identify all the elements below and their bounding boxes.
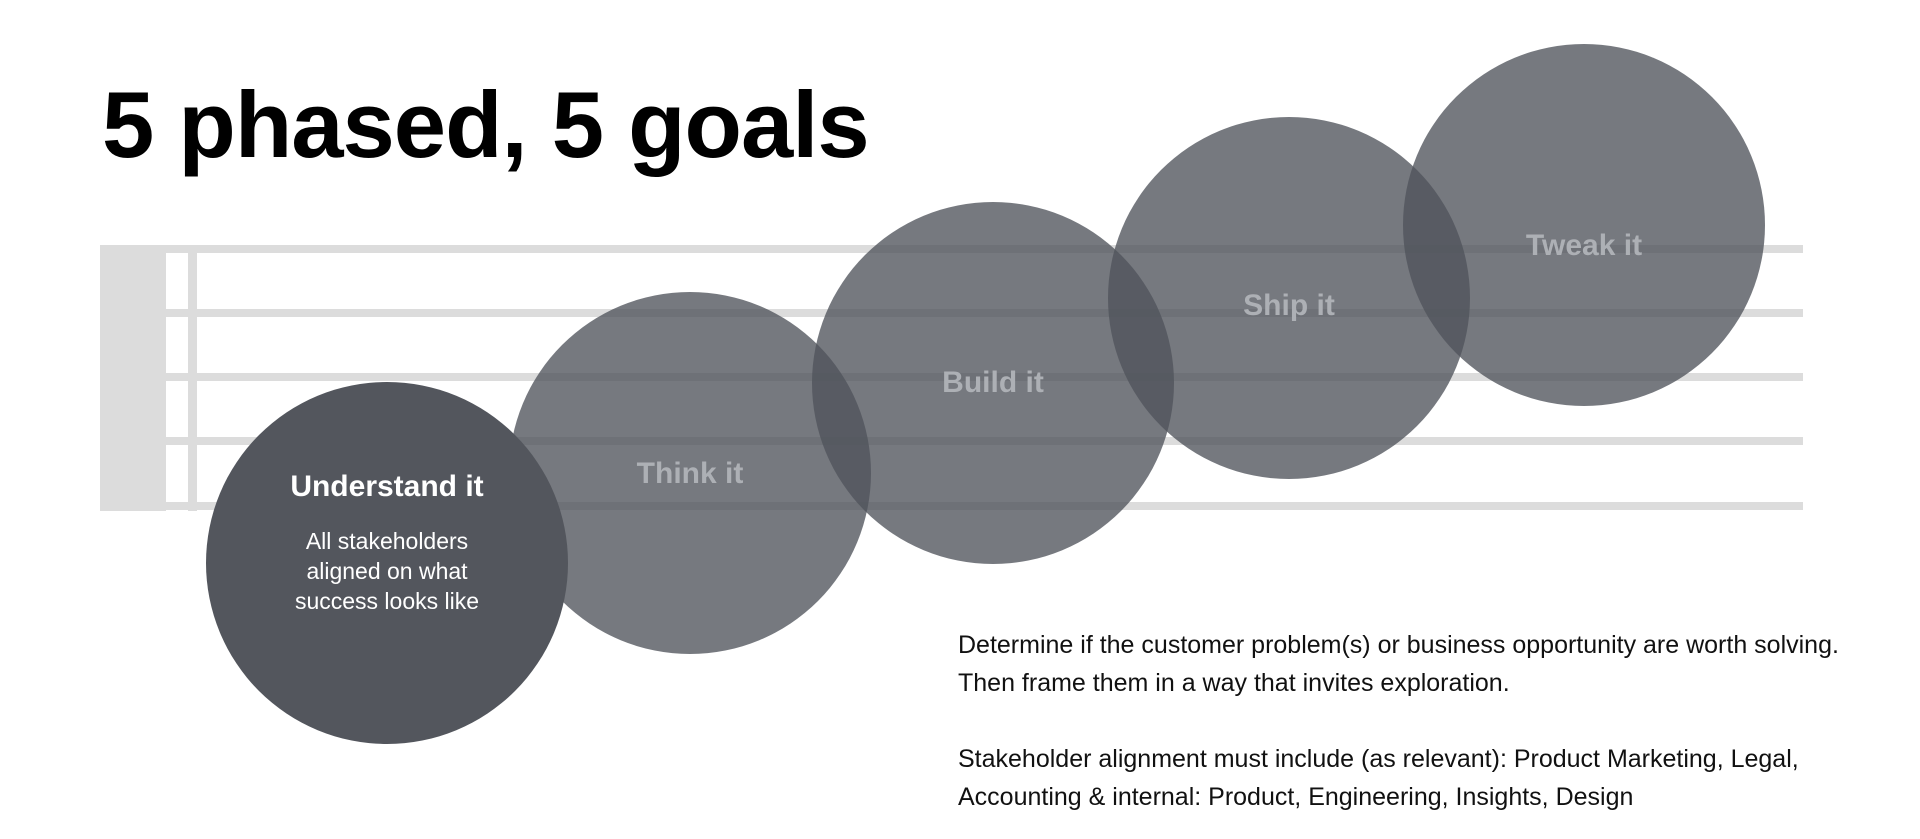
phase-label: Tweak it (1525, 229, 1643, 262)
phase-label: Build it (942, 366, 1044, 399)
slide-title: 5 phased, 5 goals (102, 72, 870, 177)
phase-goal: All stakeholders aligned on what success… (294, 528, 480, 614)
description-paragraph: Determine if the customer problem(s) or … (958, 631, 1839, 697)
phase-understand-it: Understand it All stakeholders aligned o… (206, 382, 568, 744)
phase-ship-it: Ship it (1108, 117, 1470, 479)
phase-label: Ship it (1243, 289, 1335, 322)
description-paragraph: Stakeholder alignment must include (as r… (958, 745, 1799, 811)
phase-think-it: Think it (509, 292, 871, 654)
phase-label: Think it (636, 457, 744, 490)
phase-label: Understand it (290, 470, 484, 503)
phase-tweak-it: Tweak it (1403, 44, 1765, 406)
phase-description: Determine if the customer problem(s) or … (958, 626, 1858, 816)
